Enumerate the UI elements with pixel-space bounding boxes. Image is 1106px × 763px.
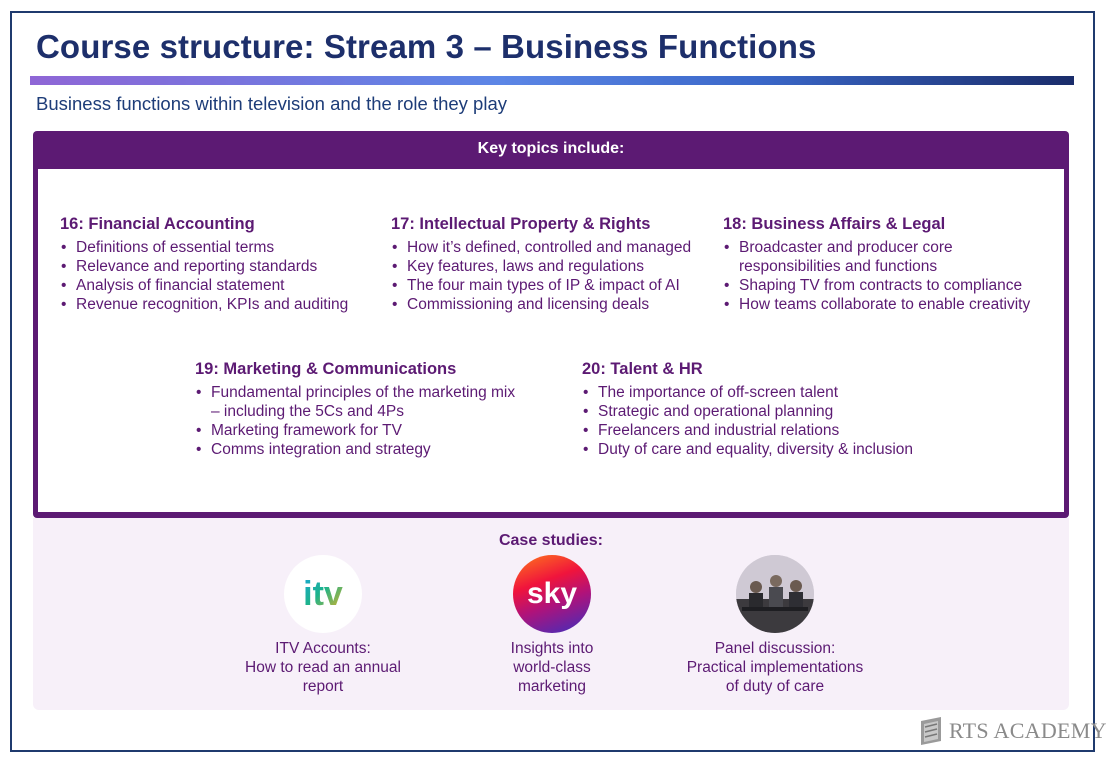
slide-subtitle: Business functions within television and… xyxy=(36,93,507,114)
svg-text:itv: itv xyxy=(303,575,343,613)
topic-heading: 17: Intellectual Property & Rights xyxy=(391,215,651,233)
svg-text:sky: sky xyxy=(527,577,577,610)
case-caption: ITV Accounts: How to read an annual repo… xyxy=(222,639,424,696)
topic-bullet: Comms integration and strategy xyxy=(195,440,515,459)
case-caption: Panel discussion: Practical implementati… xyxy=(665,639,885,696)
topic-heading: 18: Business Affairs & Legal xyxy=(723,215,946,233)
topic-financial-accounting: 16: Financial Accounting Definitions of … xyxy=(60,215,348,314)
topic-bullet: Commissioning and licensing deals xyxy=(391,295,691,314)
topic-bullet-continuation: – including the 5Cs and 4Ps xyxy=(211,403,405,420)
caption-line: ITV Accounts: xyxy=(275,640,371,657)
caption-line: How to read an annual xyxy=(245,659,401,676)
rts-academy-logo: RTS ACADEMY xyxy=(917,715,1106,747)
rts-academy-wordmark: RTS ACADEMY xyxy=(949,718,1106,743)
topic-bullet: Analysis of financial statement xyxy=(60,276,348,295)
caption-line: Insights into xyxy=(510,640,594,657)
slide-title: Course structure: Stream 3 – Business Fu… xyxy=(36,28,817,65)
topic-bullet: Freelancers and industrial relations xyxy=(582,421,913,440)
case-caption: Insights into world-class marketing xyxy=(470,639,634,696)
topic-intellectual-property: 17: Intellectual Property & Rights How i… xyxy=(391,215,691,314)
caption-line: report xyxy=(302,678,344,695)
title-underline xyxy=(30,76,1074,85)
topic-bullet: How it’s defined, controlled and managed xyxy=(391,238,691,257)
case-studies-panel: Case studies: itv ITV Accounts: How to r… xyxy=(33,518,1069,710)
topic-talent-hr: 20: Talent & HR The importance of off-sc… xyxy=(582,360,913,459)
topic-bullet: The four main types of IP & impact of AI xyxy=(391,276,691,295)
topic-bullet: Relevance and reporting standards xyxy=(60,257,348,276)
topic-heading: 19: Marketing & Communications xyxy=(195,360,457,378)
case-studies-title: Case studies: xyxy=(498,532,604,549)
topic-bullet: The importance of off-screen talent xyxy=(582,383,913,402)
topic-bullet: Shaping TV from contracts to compliance xyxy=(723,276,1030,295)
caption-line: marketing xyxy=(517,678,587,695)
key-topics-panel: Key topics include: 16: Financial Accoun… xyxy=(33,131,1069,518)
topic-bullet: Broadcaster and producer core xyxy=(723,238,1030,257)
topic-bullet: How teams collaborate to enable creativi… xyxy=(723,295,1030,314)
topic-heading: 16: Financial Accounting xyxy=(60,215,255,233)
topic-business-affairs-legal: 18: Business Affairs & Legal Broadcaster… xyxy=(723,215,1030,314)
caption-line: world-class xyxy=(513,659,591,676)
case-study-sky: sky Insights into world-class marketing xyxy=(470,555,634,696)
caption-line: of duty of care xyxy=(725,678,825,695)
itv-logo-icon: itv xyxy=(284,555,362,633)
topic-bullet: Key features, laws and regulations xyxy=(391,257,691,276)
topic-bullet: Fundamental principles of the marketing … xyxy=(195,383,515,402)
panel-photo-icon xyxy=(736,555,814,633)
topic-bullet-continuation: responsibilities and functions xyxy=(739,258,938,275)
key-topics-header: Key topics include: xyxy=(477,140,625,157)
topic-heading: 20: Talent & HR xyxy=(582,360,703,378)
topic-bullet: Strategic and operational planning xyxy=(582,402,913,421)
rts-emblem-icon xyxy=(921,717,941,745)
sky-logo-icon: sky xyxy=(513,555,591,633)
topic-bullet: Definitions of essential terms xyxy=(60,238,348,257)
caption-line: Panel discussion: xyxy=(714,640,836,657)
slide-frame xyxy=(10,11,1095,752)
topic-bullet: Revenue recognition, KPIs and auditing xyxy=(60,295,348,314)
key-topics-body: 16: Financial Accounting Definitions of … xyxy=(38,169,1064,512)
case-study-panel: Panel discussion: Practical implementati… xyxy=(665,555,885,696)
caption-line: Practical implementations xyxy=(686,659,864,676)
topic-bullet: Marketing framework for TV xyxy=(195,421,515,440)
topic-bullet: Duty of care and equality, diversity & i… xyxy=(582,440,913,459)
topic-marketing-communications: 19: Marketing & Communications Fundament… xyxy=(195,360,515,459)
case-study-itv: itv ITV Accounts: How to read an annual … xyxy=(222,555,424,696)
